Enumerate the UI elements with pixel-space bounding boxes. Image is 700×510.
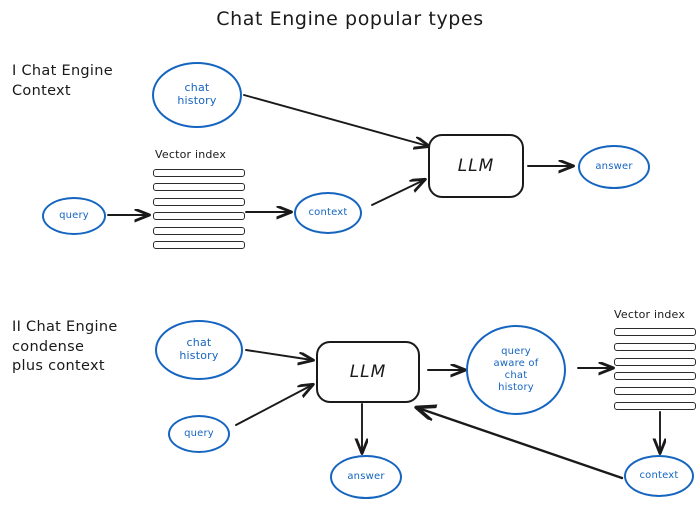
node-context-2[interactable]: context: [624, 455, 694, 497]
vector-index-bar: [614, 372, 696, 381]
node-chat-history-1[interactable]: chat history: [152, 62, 242, 128]
page-title: Chat Engine popular types: [216, 8, 484, 30]
node-llm-2-label: LLM: [349, 362, 387, 382]
vector-index-bar: [153, 240, 245, 249]
arrow-chathistory-to-llm: [243, 94, 428, 146]
node-llm-2[interactable]: LLM: [316, 341, 420, 403]
vector-index-bar: [153, 197, 245, 206]
arrow2-chathistory-to-llm: [245, 349, 312, 360]
node-answer-2[interactable]: answer: [330, 455, 402, 499]
vector-index-bar: [614, 357, 696, 366]
node-chat-history-2[interactable]: chat history: [155, 320, 243, 380]
node-chat-history-1-label: chat history: [177, 81, 217, 107]
arrow-context-to-llm: [371, 180, 424, 206]
node-query-2[interactable]: query: [168, 415, 230, 453]
node-llm-1[interactable]: LLM: [428, 134, 524, 198]
vector-index-bar: [153, 212, 245, 221]
node-answer-1-label: answer: [595, 161, 633, 173]
node-query-2-label: query: [184, 428, 214, 440]
arrow2-query-to-llm: [235, 385, 312, 426]
node-query-1-label: query: [59, 210, 89, 222]
section-1-heading: I Chat Engine Context: [12, 63, 113, 99]
node-query-aware-label: query aware of chat history: [493, 346, 539, 393]
vector-index-bar: [614, 328, 696, 336]
node-answer-1[interactable]: answer: [578, 145, 650, 189]
node-llm-1-label: LLM: [457, 156, 495, 176]
section-2-heading: II Chat Engine condense plus context: [12, 319, 118, 375]
vector-index-bar: [153, 169, 245, 177]
vector-index-label-2: Vector index: [614, 308, 686, 321]
vector-index-stack-1: [153, 169, 245, 249]
node-chat-history-2-label: chat history: [179, 336, 219, 362]
vector-index-stack-2: [614, 328, 696, 410]
node-context-1[interactable]: context: [294, 192, 362, 234]
node-context-2-label: context: [639, 470, 679, 482]
node-context-1-label: context: [308, 207, 348, 219]
node-query-1[interactable]: query: [42, 197, 106, 235]
vector-index-bar: [614, 342, 696, 351]
node-query-aware[interactable]: query aware of chat history: [466, 325, 566, 415]
vector-index-bar: [614, 401, 696, 410]
vector-index-bar: [153, 183, 245, 192]
node-answer-2-label: answer: [347, 471, 385, 483]
vector-index-label-1: Vector index: [155, 148, 227, 161]
vector-index-bar: [153, 226, 245, 235]
arrow2-context-to-llm: [418, 408, 624, 480]
vector-index-bar: [614, 387, 696, 396]
